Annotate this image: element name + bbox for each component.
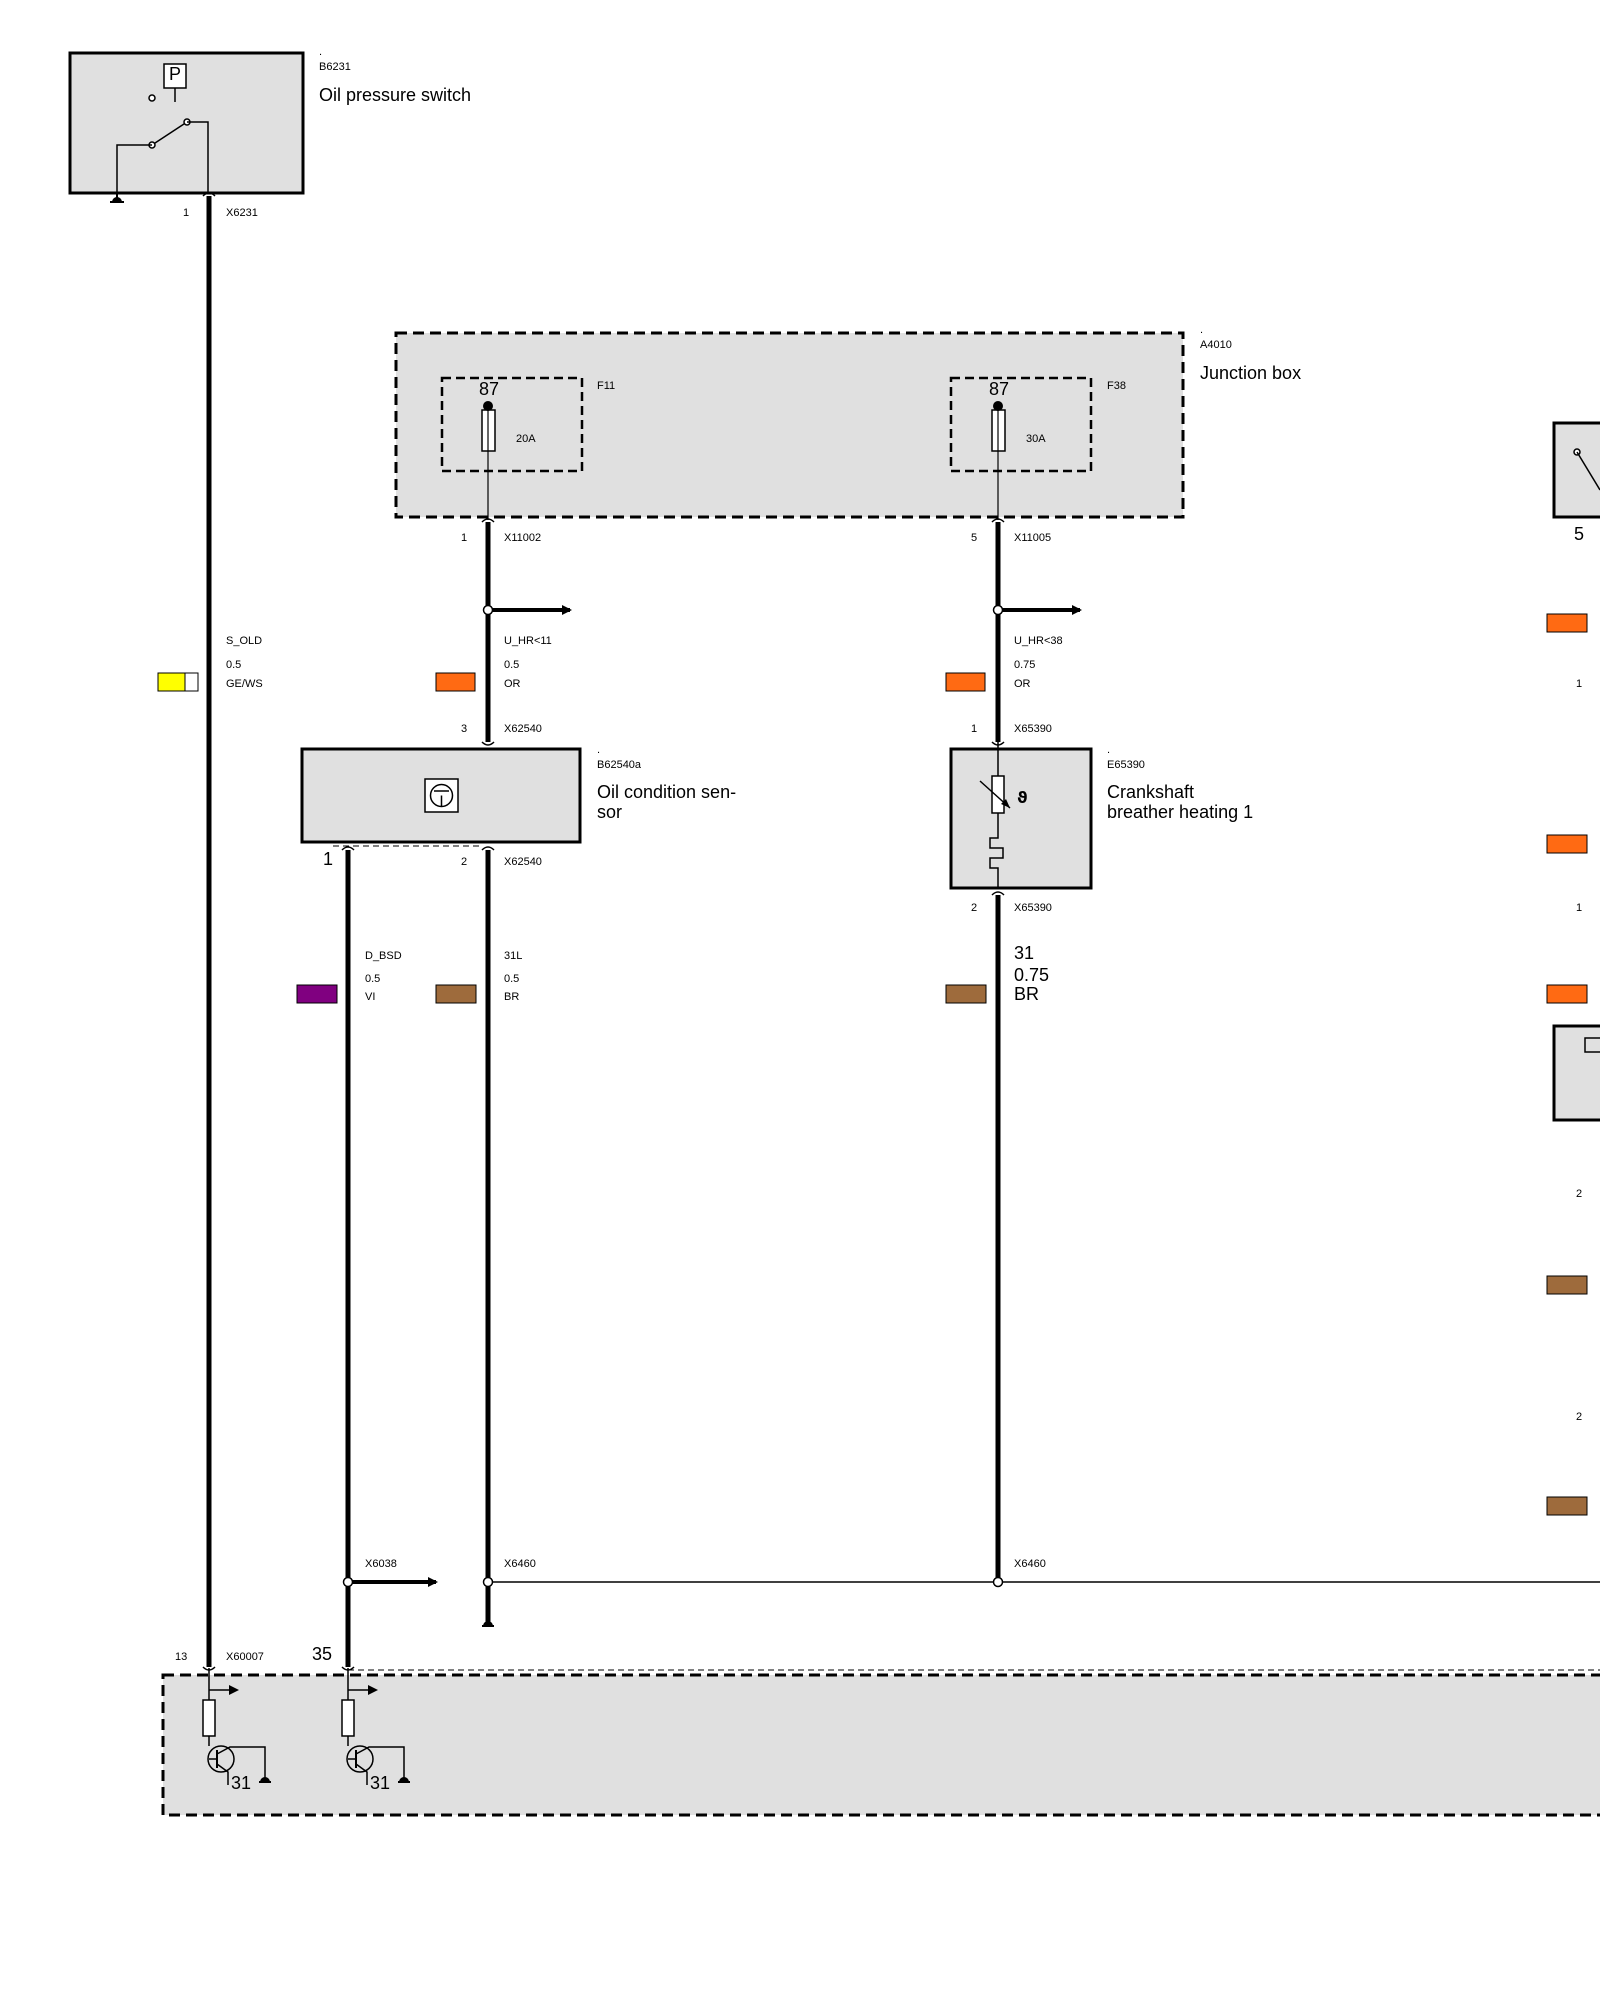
- wire-size-label: 0.5: [504, 973, 520, 985]
- wire-size-label: 0.5: [365, 973, 381, 985]
- pin-label: 13: [175, 1651, 188, 1663]
- wire-swatch-ge: [157, 672, 186, 692]
- wire-color-label: OR: [1014, 678, 1031, 690]
- wire-color-label: GE/WS: [226, 678, 263, 690]
- connector-label: X6038: [365, 1558, 397, 1570]
- ground-terminal-label: 31: [370, 1773, 391, 1793]
- pin-label: 5: [971, 532, 978, 544]
- wire-color-label: VI: [365, 991, 376, 1003]
- pin-label: 1: [461, 532, 468, 544]
- component-dot: .: [1200, 324, 1204, 336]
- component-name-junction-box: Junction box: [1200, 363, 1302, 383]
- wire-swatch-br: [435, 984, 477, 1004]
- pin-label: 2: [1576, 1188, 1583, 1200]
- fuse-f11-box[interactable]: [440, 376, 584, 473]
- connector-label: X65390: [1014, 723, 1052, 735]
- wire-swatch-br: [1546, 1496, 1588, 1516]
- ground-terminal-label: 31: [231, 1773, 252, 1793]
- heating-element-icon: [1584, 1037, 1600, 1053]
- wire-swatch-vi: [296, 984, 338, 1004]
- pin-label: 3: [461, 723, 468, 735]
- heating-element-icon: [989, 813, 1004, 888]
- component-name-oil-pressure-switch: Oil pressure switch: [319, 85, 472, 105]
- wire-swatch-br: [1546, 1275, 1588, 1295]
- wire-signal-label: S_OLD: [226, 635, 263, 647]
- wire-color-label: BR: [504, 991, 520, 1003]
- connector-label: X65390: [1014, 902, 1052, 914]
- wire-swatch-or: [1546, 834, 1588, 854]
- crankshaft-breather-heater[interactable]: ϑ: [949, 742, 1093, 890]
- fuse-rating-label: 30A: [1026, 433, 1046, 445]
- connector-label: X6460: [1014, 1558, 1046, 1570]
- component-name-oil-condition-sensor: Oil condition sen- sor: [597, 782, 737, 822]
- fuse-f38-box[interactable]: [949, 376, 1093, 473]
- wire-color-label: OR: [504, 678, 521, 690]
- fuse-terminal-label: 87: [479, 379, 500, 399]
- pin-label: 1: [183, 207, 190, 219]
- wire-signal-label: 31L: [504, 950, 523, 962]
- component-ref-b6231: B6231: [319, 61, 351, 73]
- wire-signal-label: D_BSD: [365, 950, 402, 962]
- wire-signal-label: U_HR<38: [1014, 635, 1063, 647]
- pressure-symbol-label: P: [168, 64, 181, 84]
- component-ref-b62540a: B62540a: [597, 759, 642, 771]
- pin-label: 1: [323, 849, 334, 869]
- connector-label: X6231: [226, 207, 258, 219]
- oil-condition-sensor[interactable]: [300, 747, 582, 847]
- junction-box[interactable]: [394, 331, 1185, 520]
- fuse-rating-label: 20A: [516, 433, 536, 445]
- fuse-ref-f11: F11: [597, 380, 616, 392]
- wire-size-label: 0.5: [504, 659, 520, 671]
- wire-size-label: 0.75: [1014, 659, 1036, 671]
- pin-label: 1: [1576, 678, 1583, 690]
- connector-label: X11002: [504, 532, 542, 544]
- right-edge-component[interactable]: [1546, 421, 1600, 1516]
- pin-label: 1: [1576, 902, 1583, 914]
- component-dot: .: [319, 46, 323, 58]
- fuse-terminal-label: 87: [989, 379, 1010, 399]
- wire-swatch-or: [435, 672, 476, 692]
- connector-label: X11005: [1014, 532, 1052, 544]
- temperature-symbol-icon: ϑ: [1017, 788, 1028, 807]
- pin-label: 1: [971, 723, 978, 735]
- wire-size-label: 0.5: [226, 659, 242, 671]
- oil-pressure-switch[interactable]: [68, 51, 305, 203]
- connector-label: X60007: [226, 1651, 264, 1663]
- pin-label: 35: [312, 1644, 333, 1664]
- pin-label: 2: [461, 856, 468, 868]
- component-name-crankshaft-breather-heating: Crankshaft breather heating 1: [1107, 782, 1254, 822]
- connector-label: X6460: [504, 1558, 536, 1570]
- wire-size-label: 0.75: [1014, 965, 1050, 985]
- component-dot: .: [1107, 744, 1111, 756]
- fuse-ref-f38: F38: [1107, 380, 1126, 392]
- component-ref-e65390: E65390: [1107, 759, 1145, 771]
- wire-swatch-ws: [184, 672, 199, 692]
- input-transistor-icon: [202, 1668, 271, 1785]
- heater-resistor-icon: [991, 775, 1005, 814]
- wire-color-label: BR: [1014, 984, 1040, 1004]
- wire-swatch-or: [1546, 984, 1588, 1004]
- pin-label: 2: [1576, 1411, 1583, 1423]
- wire-swatch-br: [945, 984, 987, 1004]
- control-unit[interactable]: [161, 1666, 1600, 1817]
- pin-label: 5: [1574, 524, 1585, 544]
- pin-label: 2: [971, 902, 978, 914]
- connector-label: X62540: [504, 856, 542, 868]
- wire-swatch-or: [1546, 613, 1588, 633]
- input-transistor-icon: [341, 1668, 410, 1785]
- component-dot: .: [597, 744, 601, 756]
- wire-signal-label: 31: [1014, 943, 1035, 963]
- wire-swatch-or: [945, 672, 986, 692]
- wire-signal-label: U_HR<11: [504, 635, 552, 647]
- component-ref-a4010: A4010: [1200, 339, 1232, 351]
- connector-label: X62540: [504, 723, 542, 735]
